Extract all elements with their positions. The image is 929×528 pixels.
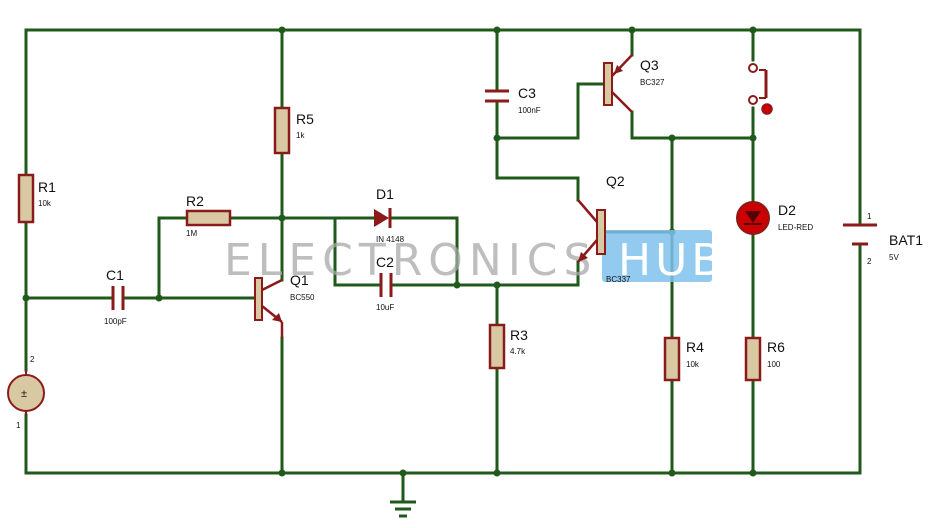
battery-icon — [843, 223, 877, 246]
svg-text:R5: R5 — [296, 111, 314, 127]
svg-text:BC327: BC327 — [640, 78, 665, 87]
push-button-switch — [748, 63, 773, 115]
battery-bat1: 1 2 BAT1 5V — [843, 212, 923, 266]
svg-text:±: ± — [21, 388, 27, 400]
svg-text:1k: 1k — [296, 131, 305, 140]
svg-text:IN 4148: IN 4148 — [376, 235, 405, 244]
watermark-text-electronics: ELECTRONICS — [224, 235, 597, 286]
svg-text:10uF: 10uF — [376, 303, 394, 312]
resistor-r3: R3 4.7k — [488, 323, 528, 370]
svg-text:D2: D2 — [778, 202, 796, 218]
svg-text:R1: R1 — [38, 179, 56, 195]
capacitor-c1: C1 100pF — [104, 267, 127, 326]
diode-icon — [374, 209, 389, 227]
svg-text:LED-RED: LED-RED — [778, 223, 813, 232]
microphone-source: ± 2 1 — [7, 355, 45, 430]
svg-text:D1: D1 — [376, 186, 394, 202]
svg-text:BAT1: BAT1 — [889, 232, 923, 248]
led-d2: D2 LED-RED — [736, 201, 813, 235]
resistor-r6: R6 100 — [744, 336, 785, 382]
svg-text:BC337: BC337 — [606, 275, 631, 284]
svg-text:1: 1 — [16, 421, 21, 430]
svg-text:Q2: Q2 — [606, 173, 625, 189]
svg-text:5V: 5V — [889, 253, 899, 262]
watermark: ELECTRONICS HUB — [224, 230, 725, 286]
svg-text:C1: C1 — [106, 267, 124, 283]
svg-text:2: 2 — [30, 355, 35, 364]
svg-text:R3: R3 — [510, 327, 528, 343]
svg-text:100: 100 — [767, 360, 781, 369]
capacitor-c2: C2 10uF — [376, 254, 394, 312]
watermark-text-hub: HUB — [618, 235, 725, 286]
svg-text:10k: 10k — [38, 199, 52, 208]
svg-text:R4: R4 — [686, 339, 704, 355]
svg-text:BC550: BC550 — [290, 293, 315, 302]
push-button-switch-icon — [748, 63, 773, 115]
svg-text:2: 2 — [867, 257, 872, 266]
ground-icon — [390, 500, 416, 518]
junction-dots — [22, 26, 757, 477]
transistor-q1: Q1 BC550 — [254, 272, 315, 338]
svg-text:100pF: 100pF — [104, 317, 127, 326]
svg-text:4.7k: 4.7k — [510, 347, 526, 356]
svg-text:1: 1 — [867, 212, 872, 221]
transistor-q2: Q2 BC337 — [577, 173, 631, 284]
resistor-r1: R1 10k — [17, 173, 56, 224]
resistor-r4: R4 10k — [663, 336, 704, 382]
transistor-q3: Q3 BC327 — [603, 54, 665, 113]
svg-text:C2: C2 — [376, 254, 394, 270]
svg-text:10k: 10k — [686, 360, 700, 369]
svg-text:Q1: Q1 — [290, 272, 309, 288]
resistor-r2: R2 1M — [185, 193, 232, 238]
svg-text:C3: C3 — [518, 85, 536, 101]
capacitor-c3: C3 100nF — [485, 85, 541, 115]
microphone-source-icon — [7, 374, 45, 412]
svg-text:1M: 1M — [186, 229, 197, 238]
svg-text:100nF: 100nF — [518, 106, 541, 115]
resistor-r5: R5 1k — [273, 106, 314, 155]
svg-text:R6: R6 — [767, 339, 785, 355]
svg-text:Q3: Q3 — [640, 57, 659, 73]
svg-text:R2: R2 — [186, 193, 204, 209]
diode-d1: D1 IN 4148 — [374, 186, 405, 244]
wires — [24, 28, 862, 502]
